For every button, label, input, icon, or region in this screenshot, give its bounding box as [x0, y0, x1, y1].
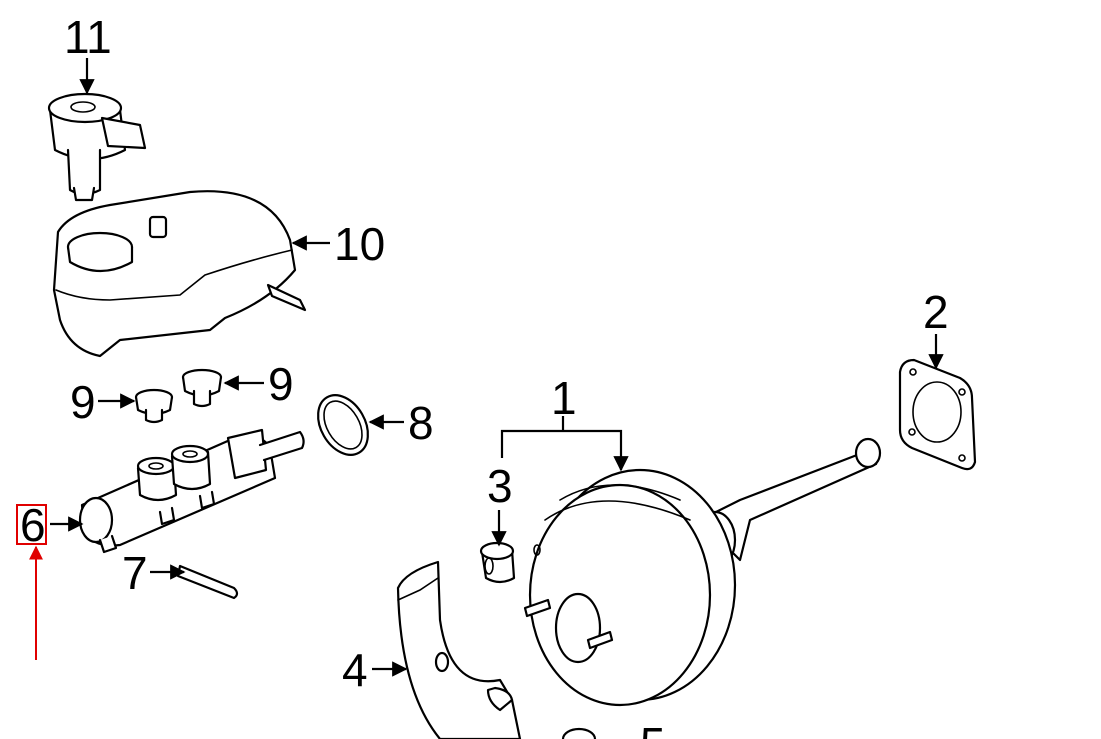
callout-4: 4: [342, 644, 368, 696]
part-5-nut: [561, 727, 597, 739]
callout-6: 6: [20, 499, 46, 551]
callout-8: 8: [408, 397, 434, 449]
part-7-pin: [176, 564, 239, 600]
part-11-reservoir-cap: [47, 92, 147, 202]
callout-1: 1: [551, 372, 577, 424]
part-2-gasket: [898, 358, 977, 471]
callout-2: 2: [923, 286, 949, 338]
callout-6-highlight: [16, 504, 47, 660]
part-8-o-ring: [317, 394, 369, 456]
callout-10: 10: [334, 218, 385, 270]
callout-7: 7: [122, 547, 148, 599]
leader-lines: [50, 58, 944, 677]
callout-5: 5: [640, 718, 666, 739]
part-9-grommet-right: [181, 368, 223, 408]
callout-labels: 11 10 9 9 8 6 7 4 3 1 2 5: [20, 11, 949, 739]
callout-3: 3: [487, 460, 513, 512]
part-1-brake-booster: [523, 437, 882, 707]
part-10-fluid-reservoir: [52, 190, 307, 358]
callout-11: 11: [64, 11, 112, 63]
part-3-spacer: [479, 541, 516, 584]
part-9-grommet-left: [134, 388, 174, 424]
part-6-master-cylinder: [78, 428, 305, 554]
part-4-heat-shield: [396, 560, 522, 739]
callout-9-left: 9: [70, 376, 96, 428]
callout-9-right: 9: [268, 358, 294, 410]
